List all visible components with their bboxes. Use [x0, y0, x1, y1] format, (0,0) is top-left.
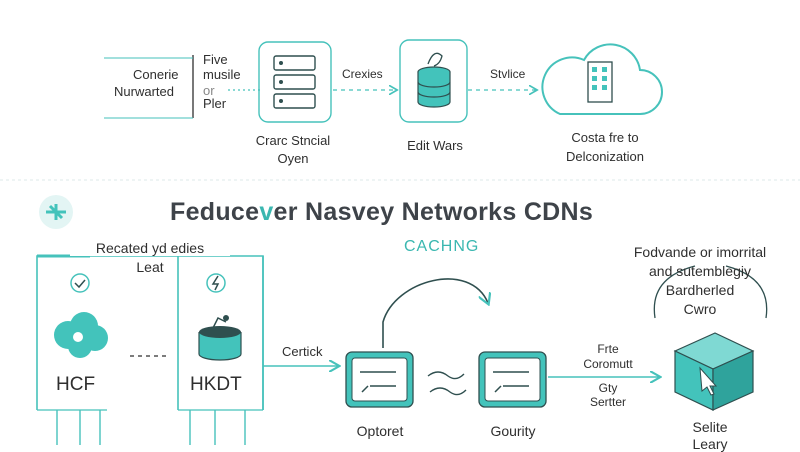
cetick-label: Certick — [282, 344, 323, 359]
top-side-label-1: Five — [203, 52, 228, 67]
top-left-label-line2: Nurwarted — [114, 84, 174, 99]
right-arrow-label-1: Frte — [597, 342, 619, 356]
page-title: Feducever Nasvey Networks CDNs — [170, 198, 593, 227]
left-panel-frame — [36, 254, 264, 445]
top-side-label-2: musile — [203, 67, 241, 82]
title-suffix: er Nasvey Networks CDNs — [273, 198, 594, 226]
server-caption-line1: Crarc Stncial — [255, 133, 331, 148]
cloud-icon — [54, 312, 108, 358]
title-prefix: Feduce — [170, 198, 260, 226]
top-left-label-line1: Conerie — [133, 67, 179, 82]
checkmark-icon — [70, 273, 90, 293]
top-arrow2-label: Stvlice — [490, 67, 526, 81]
box-caption-line1: Selite — [692, 419, 728, 435]
card-1-label: Optoret — [356, 423, 404, 439]
right-arrow-label-4: Sertter — [589, 395, 626, 409]
card-1-icon — [345, 351, 414, 408]
left-panel-caption-line2: Leat — [136, 259, 164, 275]
right-caption-line4: Cwro — [683, 301, 717, 317]
lightning-icon — [206, 273, 226, 293]
node-1-label: HCF — [56, 374, 96, 395]
top-side-label-3: or — [203, 83, 215, 98]
caching-label: CACHNG — [404, 238, 480, 255]
cloud-caption-line2: Delconization — [565, 149, 645, 164]
right-arrow-label-3: Gty — [598, 381, 618, 395]
cloud-caption-line1: Costa fre to — [571, 130, 639, 145]
right-caption-line3: Bardherled — [665, 282, 735, 298]
top-server-icon — [258, 41, 332, 123]
top-side-label-4: Pler — [203, 96, 227, 111]
db-caption: Edit Wars — [407, 138, 463, 153]
right-caption-line1: Fodvande or imorrital — [633, 244, 767, 260]
right-caption-line2: and sutemblegiy — [649, 263, 751, 279]
cursor-box-icon — [673, 332, 755, 411]
title-accent: v — [259, 198, 274, 226]
node-2-label: HKDT — [190, 374, 242, 395]
logo-icon — [39, 195, 73, 229]
caching-loop — [382, 278, 488, 348]
right-bracket — [653, 265, 768, 319]
card-2-icon — [478, 351, 547, 408]
swap-arrows — [427, 371, 467, 396]
top-arrow1-label: Crexies — [342, 67, 383, 81]
database-icon — [198, 315, 242, 361]
server-caption-line2: Oyen — [277, 151, 309, 166]
card-2-label: Gourity — [490, 423, 536, 439]
right-arrow-label-2: Coromutt — [583, 357, 633, 371]
left-panel-caption-line1: Recated yd edies — [70, 240, 230, 256]
top-database-icon — [399, 39, 468, 123]
cloud-building-icon — [541, 43, 663, 115]
box-caption-line2: Leary — [692, 436, 728, 452]
